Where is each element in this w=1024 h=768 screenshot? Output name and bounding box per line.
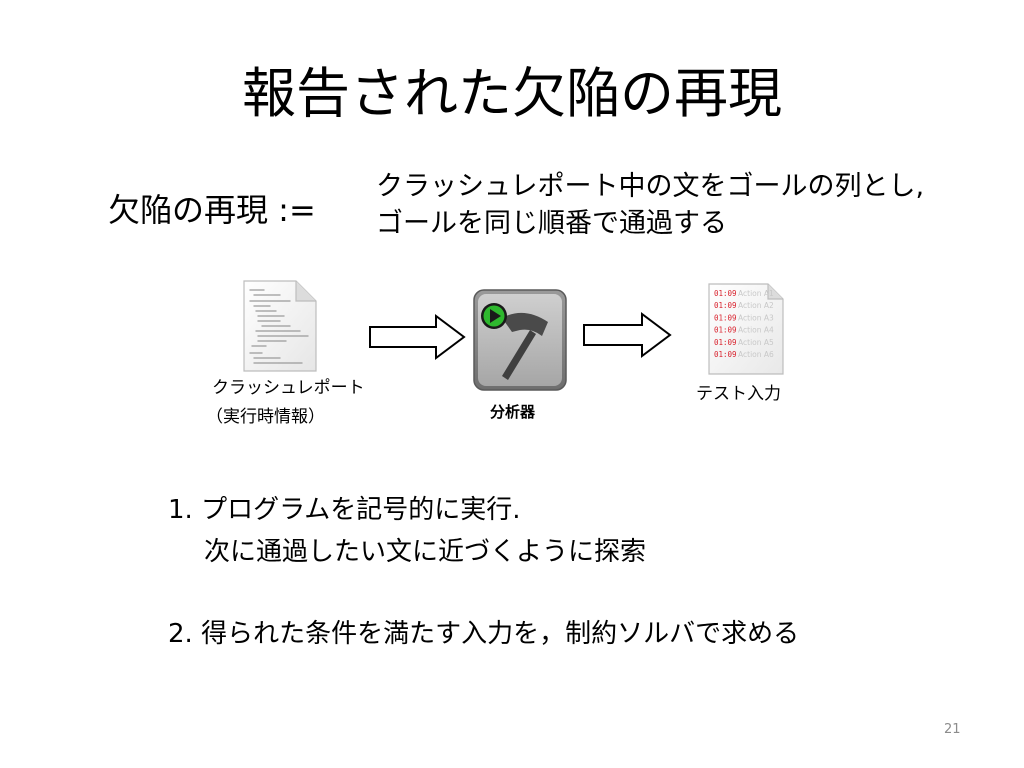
code-document-icon [243,280,317,372]
step-1-line-2: 次に通過したい文に近づくように探索 [204,537,647,567]
slide-title: 報告された欠陥の再現 [242,62,782,125]
log-time: 01:09 [714,350,737,359]
log-time: 01:09 [714,289,737,298]
crash-report-label: クラッシュレポート [212,378,365,398]
analyzer-label: 分析器 [490,403,536,421]
log-action: Action A2 [738,301,774,310]
log-time: 01:09 [714,338,737,347]
definition-description: クラッシュレポート中の文をゴールの列とし, ゴールを同じ順番で通過する [376,168,924,242]
definition-term: 欠陥の再現 := [108,191,316,229]
log-action: Action A4 [738,326,774,335]
log-action: Action A1 [738,289,774,298]
crash-report-sublabel: （実行時情報） [206,407,325,427]
step-1-line-1: 1. プログラムを記号的に実行. [168,495,521,525]
log-time: 01:09 [714,326,737,335]
log-time: 01:09 [714,301,737,310]
step-2: 2. 得られた条件を満たす入力を，制約ソルバで求める [168,619,800,649]
definition-line-2: ゴールを同じ順番で通過する [376,208,727,239]
log-action: Action A3 [738,313,774,322]
log-action: Action A6 [738,350,774,359]
right-arrow-icon [583,312,672,358]
test-input-label: テスト入力 [696,384,781,404]
definition-line-1: クラッシュレポート中の文をゴールの列とし, [376,171,925,202]
page-number: 21 [944,722,961,737]
analyzer-hammer-icon [473,289,567,391]
log-time: 01:09 [714,313,737,322]
log-action: Action A5 [738,338,774,347]
right-arrow-icon [369,314,466,360]
